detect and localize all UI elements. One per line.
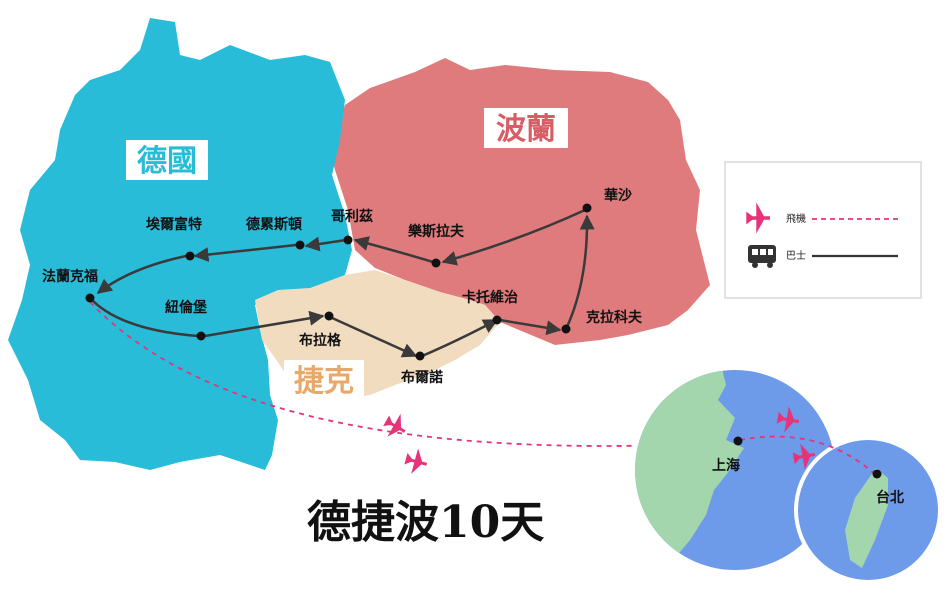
svg-text:德國: 德國 [137,144,197,179]
city-label-warsaw: 華沙 [604,187,632,204]
flight-route-asia [739,435,877,476]
route-katowice-krakow [499,318,562,336]
bus-routes [89,208,595,358]
city-dot-gorlitz [343,235,353,245]
city-dot-warsaw [582,203,592,213]
czech-label: 捷克 [284,360,364,400]
city-label-nuremberg: 紐倫堡 [165,299,207,316]
route-frankfurt-nuremberg [89,297,199,338]
route-wroclaw-gorlitz [353,236,434,264]
route-brno-katowice [421,318,499,358]
city-label-erfurt: 埃爾富特 [146,216,202,233]
route-dresden-erfurt [193,243,297,262]
flight-route [89,301,737,447]
poland-label: 波蘭 [484,108,568,148]
city-dot-nuremberg [196,331,206,341]
city-dot-dresden [295,240,305,250]
route-erfurt-frankfurt [96,254,187,294]
route-nuremberg-prague [204,310,325,338]
page-title: 德捷波10天 [307,497,544,548]
route-warsaw-wroclaw [441,208,586,266]
svg-text:捷克: 捷克 [294,364,354,399]
city-label-wroclaw: 樂斯拉夫 [407,223,465,240]
airplane-icon [746,202,770,234]
city-label-krakow: 克拉科夫 [586,309,643,326]
city-dot-frankfurt [85,293,95,303]
city-label-shanghai: 上海 [712,457,740,474]
legend-bus-label: 巴士 [786,249,806,262]
city-dot-erfurt [185,251,195,261]
germany-label: 德國 [126,140,208,180]
poland-region [330,58,710,345]
route-prague-brno [329,315,418,358]
city-dot-wroclaw [431,258,441,268]
city-dot-krakow [561,324,571,334]
germany-region [8,18,352,470]
city-dot-prague [324,311,334,321]
city-label-dresden: 德累斯頓 [246,216,302,233]
bus-icon [748,245,776,268]
city-markers [85,203,882,479]
city-dot-katowice [492,315,502,325]
city-label-taipei: 台北 [876,489,904,506]
route-gorlitz-dresden [304,236,347,252]
airplane-icon [383,406,816,474]
svg-text:波蘭: 波蘭 [496,112,556,147]
city-label-frankfurt: 法蘭克福 [42,268,98,285]
city-label-gorlitz: 哥利茲 [331,208,373,225]
legend-flight-label: 飛機 [786,212,806,225]
city-dot-brno [415,351,425,361]
inset-taipei [794,436,942,584]
legend: 飛機 巴士 [724,161,922,299]
route-krakow-warsaw [565,214,595,328]
city-label-prague: 布拉格 [299,332,342,349]
city-dot-shanghai [733,436,743,446]
city-label-brno: 布爾諾 [401,369,443,386]
city-label-katowice: 卡托維治 [462,289,518,306]
city-dot-taipei [872,469,882,479]
city-labels: 法蘭克福 埃爾富特 德累斯頓 哥利茲 樂斯拉夫 華沙 克拉科夫 卡托維治 布爾諾… [42,187,904,506]
